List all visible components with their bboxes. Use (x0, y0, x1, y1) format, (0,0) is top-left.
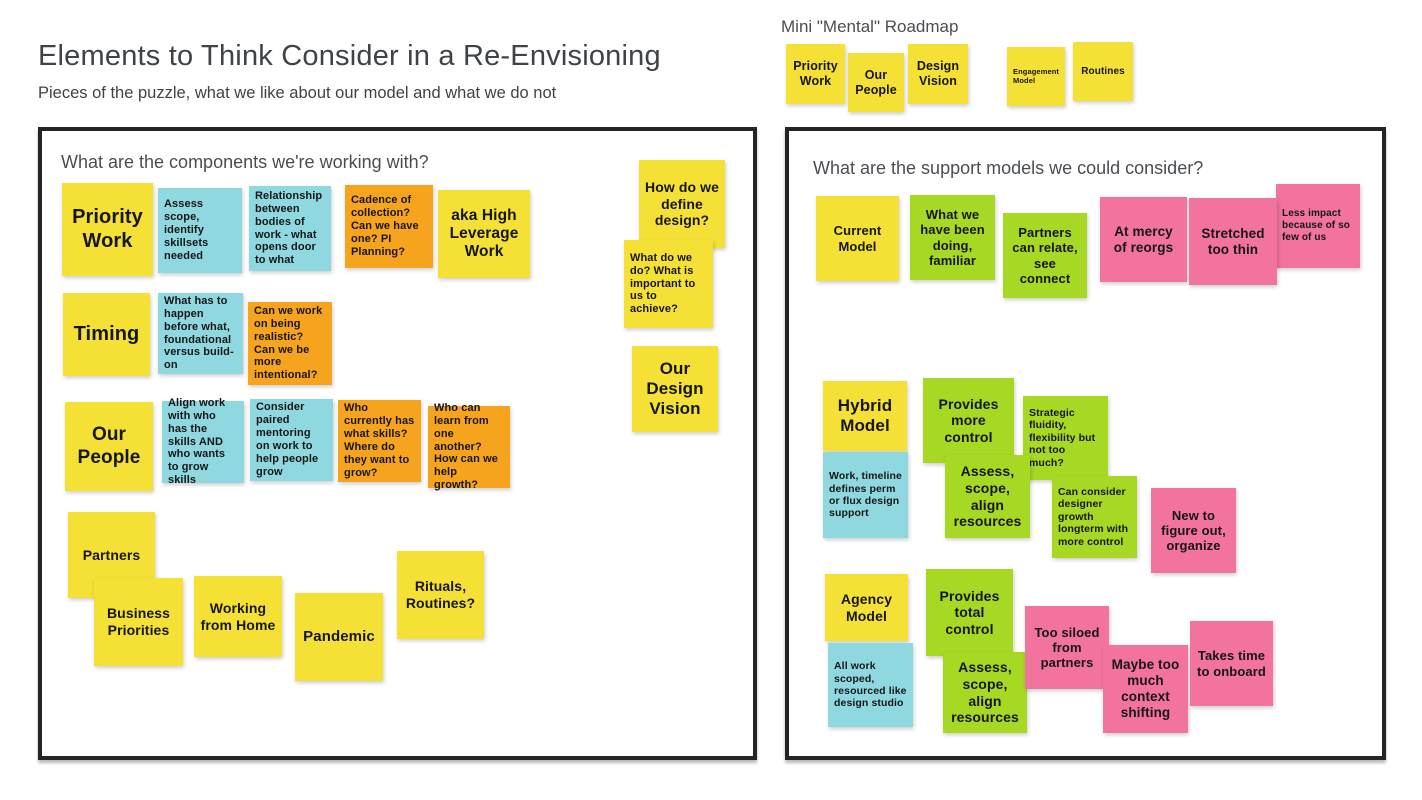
support-models-frame-title[interactable]: What are the support models we could con… (813, 158, 1204, 178)
sticky-note[interactable]: Our People (65, 402, 153, 491)
sticky-note[interactable]: Priority Work (786, 44, 845, 104)
sticky-note[interactable]: Working from Home (194, 576, 282, 657)
sticky-note[interactable]: Too siloed from partners (1025, 606, 1109, 689)
sticky-note[interactable]: How do we define design? (639, 160, 725, 248)
sticky-note[interactable]: Stretched too thin (1189, 198, 1277, 285)
sticky-note[interactable]: Takes time to onboard (1190, 621, 1273, 706)
sticky-note[interactable]: What we have been doing, familiar (910, 195, 995, 280)
page-subtitle[interactable]: Pieces of the puzzle, what we like about… (38, 84, 557, 102)
sticky-note[interactable]: All work scoped, resourced like design s… (828, 643, 913, 727)
sticky-note[interactable]: Priority Work (62, 183, 153, 276)
sticky-note[interactable]: Routines (1073, 42, 1133, 101)
mini-roadmap-label[interactable]: Mini "Mental" Roadmap (781, 17, 959, 36)
sticky-note[interactable]: New to figure out, organize (1151, 488, 1236, 573)
sticky-note[interactable]: Timing (63, 293, 150, 376)
sticky-note[interactable]: Current Model (816, 196, 899, 281)
sticky-note[interactable]: Agency Model (825, 574, 908, 641)
sticky-note[interactable]: Align work with who has the skills AND w… (162, 397, 244, 486)
sticky-note[interactable]: Business Priorities (94, 578, 183, 666)
sticky-note[interactable]: What do we do? What is important to us t… (624, 240, 713, 328)
sticky-note[interactable]: Provides total control (926, 569, 1013, 656)
sticky-note[interactable]: Our Design Vision (632, 346, 718, 432)
page-title[interactable]: Elements to Think Consider in a Re-Envis… (38, 40, 661, 72)
sticky-note[interactable]: Maybe too much context shifting (1103, 645, 1188, 733)
sticky-note[interactable]: What has to happen before what, foundati… (158, 293, 243, 374)
sticky-note[interactable]: Assess, scope, align resources (943, 652, 1027, 733)
sticky-note[interactable]: Work, timeline defines perm or flux desi… (823, 452, 908, 538)
sticky-note[interactable]: Assess, scope, align resources (945, 455, 1030, 538)
sticky-note[interactable]: Less impact because of so few of us (1276, 184, 1360, 268)
sticky-note[interactable]: aka High Leverage Work (438, 190, 530, 278)
sticky-note[interactable]: Provides more control (923, 378, 1014, 463)
sticky-note[interactable]: At mercy of reorgs (1100, 197, 1187, 282)
sticky-note[interactable]: Who can learn from one another? How can … (428, 402, 510, 491)
sticky-note[interactable]: Hybrid Model (823, 381, 907, 451)
sticky-note[interactable]: Assess scope, identify skillsets needed (158, 188, 242, 273)
sticky-note[interactable]: Consider paired mentoring on work to hel… (250, 399, 333, 481)
sticky-note[interactable]: Our People (848, 53, 904, 112)
sticky-note[interactable]: Can we work on being realistic? Can we b… (248, 302, 332, 385)
sticky-note[interactable]: Partners can relate, see connect (1003, 213, 1087, 298)
sticky-note[interactable]: Strategic fluidity, flexibility but not … (1023, 396, 1108, 480)
sticky-note[interactable]: Design Vision (908, 44, 968, 104)
sticky-note[interactable]: Rituals, Routines? (397, 551, 484, 639)
sticky-note[interactable]: Relationship between bodies of work - wh… (249, 186, 331, 271)
sticky-note[interactable]: Who currently has what skills? Where do … (338, 400, 421, 482)
sticky-note[interactable]: Engagement Model (1007, 47, 1065, 106)
sticky-note[interactable]: Can consider designer growth longterm wi… (1052, 476, 1137, 558)
sticky-note[interactable]: Cadence of collection? Can we have one? … (345, 185, 433, 268)
components-frame-title[interactable]: What are the components we're working wi… (61, 152, 429, 172)
sticky-note[interactable]: Pandemic (295, 593, 383, 681)
